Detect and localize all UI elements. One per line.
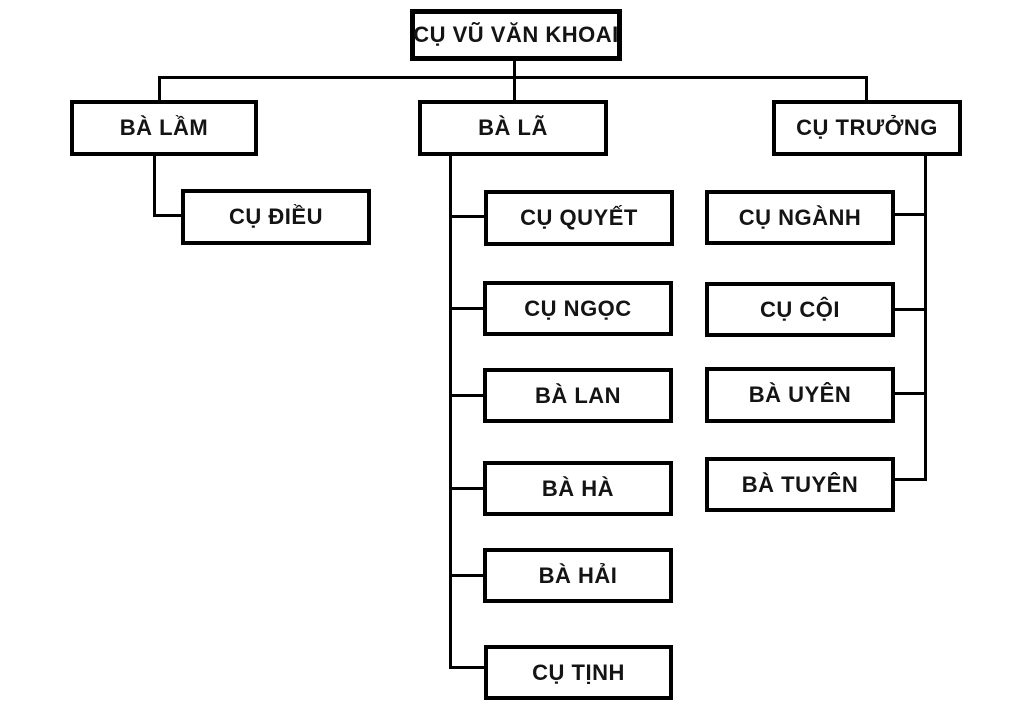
connector-stub-cu-tinh <box>449 666 486 669</box>
node-cu-ngoc: CỤ NGỌC <box>483 281 673 336</box>
connector-stub-ba-tuyen <box>893 478 927 481</box>
node-cu-quyet: CỤ QUYẾT <box>484 190 674 246</box>
node-ba-tuyen: BÀ TUYÊN <box>705 457 895 512</box>
connector-stub-ba-hai <box>449 574 485 577</box>
node-ba-lam: BÀ LẦM <box>70 100 258 156</box>
node-ba-uyen: BÀ UYÊN <box>705 367 895 423</box>
node-cu-truong: CỤ TRƯỞNG <box>772 100 962 156</box>
connector-stub-ba-ha <box>449 487 485 490</box>
connector-stub-cu-ngoc <box>449 307 485 310</box>
connector-drop-ba-la <box>513 76 516 102</box>
connector-stub-cu-quyet <box>449 215 486 218</box>
node-cu-vu-van-khoai: CỤ VŨ VĂN KHOAI <box>410 9 622 61</box>
node-ba-hai: BÀ HẢI <box>483 548 673 603</box>
node-ba-lan: BÀ LAN <box>483 368 673 423</box>
node-ba-la: BÀ LÃ <box>418 100 608 156</box>
connector-root-drop <box>513 61 516 79</box>
connector-drop-ba-lam <box>158 76 161 102</box>
connector-drop-cu-truong <box>865 76 868 102</box>
connector-ba-la-spine <box>449 156 452 669</box>
connector-stub-cu-nganh <box>893 213 927 216</box>
node-cu-coi: CỤ CỘI <box>705 282 895 337</box>
connector-stub-ba-uyen <box>893 392 927 395</box>
connector-ba-lam-elbow <box>153 214 183 217</box>
connector-cu-truong-spine <box>924 156 927 481</box>
connector-stub-ba-lan <box>449 394 485 397</box>
connector-stub-cu-coi <box>893 308 927 311</box>
node-ba-ha: BÀ HÀ <box>483 461 673 516</box>
node-cu-nganh: CỤ NGÀNH <box>705 190 895 245</box>
connector-ba-lam-vertical <box>153 156 156 217</box>
node-cu-dieu: CỤ ĐIỀU <box>181 189 371 245</box>
node-cu-tinh: CỤ TỊNH <box>484 645 673 700</box>
